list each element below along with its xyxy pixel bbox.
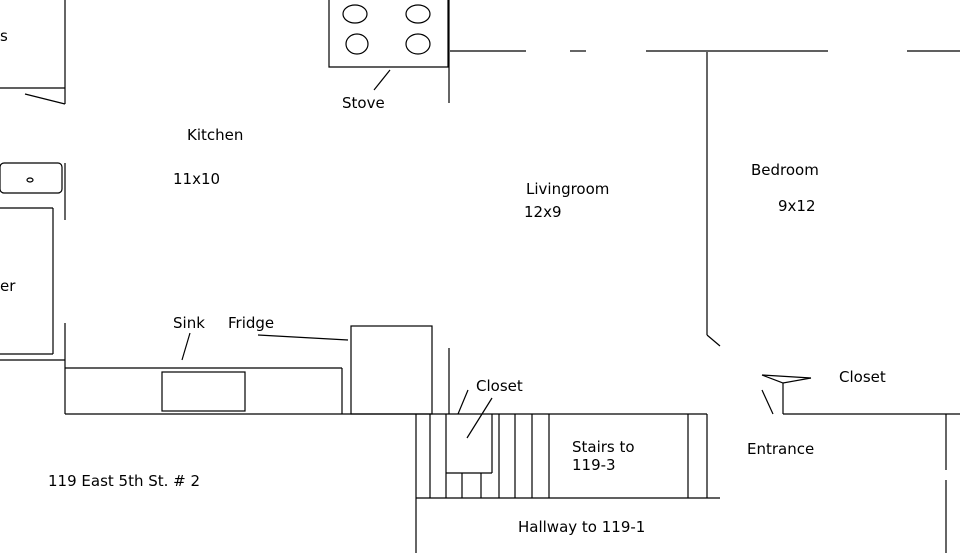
label-entrance: Entrance <box>747 440 815 458</box>
label-stove: Stove <box>342 94 385 112</box>
right-closet <box>761 374 960 553</box>
stove <box>328 0 449 91</box>
label-cut-left-top: s <box>0 27 8 45</box>
room-label-kitchen: Kitchen <box>187 126 244 144</box>
top-left-cabinet <box>0 0 66 105</box>
label-fridge: Fridge <box>228 314 275 332</box>
label-address: 119 East 5th St. # 2 <box>48 472 201 490</box>
room-size-bedroom: 9x12 <box>778 197 816 215</box>
label-closet-left: Closet <box>476 377 523 395</box>
label-hallway: Hallway to 119-1 <box>518 518 646 536</box>
left-appliances <box>0 162 66 414</box>
room-size-livingroom: 12x9 <box>524 203 562 221</box>
label-cut-left-mid: er <box>0 277 16 295</box>
label-closet-right: Closet <box>839 368 886 386</box>
room-size-kitchen: 11x10 <box>173 170 221 188</box>
label-sink: Sink <box>173 314 205 332</box>
label-stairs-line2: 119-3 <box>572 456 616 474</box>
upper-wall <box>448 0 960 103</box>
room-label-livingroom: Livingroom <box>526 180 610 198</box>
kitchen-counter <box>65 325 707 415</box>
bedroom-wall <box>706 52 721 347</box>
room-label-bedroom: Bedroom <box>751 161 819 179</box>
label-stairs-line1: Stairs to <box>572 438 635 456</box>
stairs-area <box>415 348 720 553</box>
